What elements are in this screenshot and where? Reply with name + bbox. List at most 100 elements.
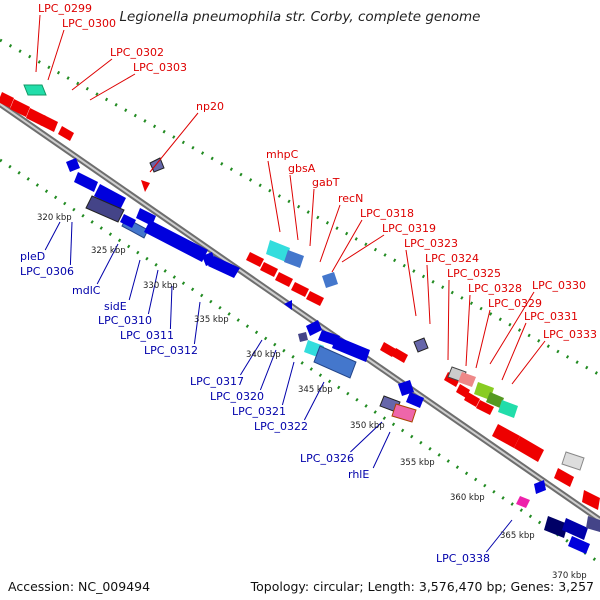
forward-gene[interactable] (260, 262, 278, 277)
forward-gene[interactable] (275, 272, 293, 287)
forward-gene[interactable] (456, 384, 470, 398)
tick-tracks (0, 38, 600, 565)
gene-label-rhlE: rhlE (348, 468, 369, 481)
reverse-labels: pleDLPC_0306mdlCsidELPC_0310LPC_0311LPC_… (20, 250, 490, 565)
gene-label-LPC_0331: LPC_0331 (524, 310, 578, 323)
forward-gene[interactable] (582, 490, 600, 510)
gene-sidE[interactable] (144, 220, 208, 262)
gene-label-LPC_0330: LPC_0330 (532, 279, 586, 292)
leader-line (405, 249, 417, 317)
forward-gene[interactable] (40, 115, 58, 132)
gene-label-LPC_0303: LPC_0303 (133, 61, 187, 74)
gene-np20[interactable] (141, 180, 150, 192)
outer-tick-track (0, 38, 600, 377)
gene-label-LPC_0325: LPC_0325 (447, 267, 501, 280)
forward-gene[interactable] (464, 392, 480, 407)
leader-line (350, 421, 383, 453)
forward-gene[interactable] (26, 108, 46, 126)
reverse-gene[interactable] (406, 392, 424, 408)
gene-label-LPC_0328: LPC_0328 (468, 282, 522, 295)
gene-label-LPC_0310: LPC_0310 (98, 314, 152, 327)
scale-label: 350 kbp (350, 421, 385, 431)
accession-text: Accession: NC_009494 (8, 579, 151, 594)
gene-mhpC[interactable] (266, 240, 290, 262)
scale-label: 355 kbp (400, 458, 435, 468)
gene-label-LPC_0322: LPC_0322 (254, 420, 308, 433)
gene-recN[interactable] (322, 272, 338, 288)
forward-gene[interactable] (291, 282, 309, 297)
leader-line (489, 291, 535, 365)
leader-line (465, 294, 471, 367)
leader-line (303, 381, 325, 421)
gene-gbsA[interactable] (284, 250, 304, 268)
scale-label: 370 kbp (552, 571, 587, 581)
forward-gene[interactable] (0, 92, 14, 108)
forward-gene[interactable] (476, 400, 494, 415)
forward-label-leaders (35, 14, 546, 385)
gene-label-np20: np20 (196, 100, 224, 113)
reverse-gene[interactable] (208, 256, 240, 278)
gene-LPC_0299[interactable] (23, 84, 47, 96)
leader-line (501, 322, 527, 381)
gene-LPC_0330[interactable] (486, 392, 504, 408)
gene-LPC_0306[interactable] (85, 195, 125, 223)
leader-line (309, 188, 315, 247)
gene-label-LPC_0338: LPC_0338 (436, 552, 490, 565)
scale-label: 340 kbp (246, 350, 281, 360)
forward-gene[interactable] (392, 348, 408, 363)
gene-label-LPC_0329: LPC_0329 (488, 297, 542, 310)
gene-LPC_0321[interactable] (313, 345, 357, 379)
gene-rhlE[interactable] (391, 403, 417, 423)
reverse-gene[interactable] (94, 184, 126, 210)
leader-line (169, 285, 173, 330)
forward-gene[interactable] (58, 126, 74, 141)
forward-genes (0, 84, 600, 510)
scale-label: 345 kbp (298, 385, 333, 395)
gene-label-LPC_0326: LPC_0326 (300, 452, 354, 465)
genome-backbone (0, 101, 600, 523)
leader-line (426, 264, 431, 325)
reverse-gene[interactable] (562, 518, 588, 540)
reverse-gene[interactable] (544, 516, 568, 538)
reverse-gene[interactable] (66, 158, 80, 172)
forward-gene[interactable] (492, 424, 520, 448)
map-title: Legionella pneumophila str. Corby, compl… (119, 9, 481, 25)
reverse-gene[interactable] (120, 214, 136, 228)
gene-label-LPC_0306: LPC_0306 (20, 265, 74, 278)
leader-line (35, 14, 41, 73)
reverse-gene[interactable] (586, 516, 600, 532)
gene-LPC_0338[interactable] (516, 496, 530, 508)
gene-LPC_0324[interactable] (413, 337, 429, 353)
leader-line (475, 309, 491, 369)
gene-label-LPC_0318: LPC_0318 (360, 207, 414, 220)
forward-gene[interactable] (10, 99, 30, 117)
scale-label: 320 kbp (37, 213, 72, 223)
gene-label-sidE: sidE (104, 300, 127, 313)
gene-label-mdlC: mdlC (72, 284, 101, 297)
reverse-gene[interactable] (332, 336, 370, 362)
reverse-gene[interactable] (534, 480, 546, 494)
gene-LPC_0328[interactable] (458, 372, 476, 387)
gene-LPC_0317[interactable] (298, 332, 308, 342)
gene-label-LPC_0324: LPC_0324 (425, 252, 479, 265)
forward-gene[interactable] (306, 291, 324, 306)
gene-LPC_0331[interactable] (498, 400, 518, 418)
leader-line (447, 279, 450, 361)
gene-LPC_0312[interactable] (284, 300, 292, 310)
reverse-gene[interactable] (306, 320, 322, 336)
forward-gene[interactable] (246, 252, 264, 267)
forward-gene[interactable] (554, 468, 574, 487)
scale-label: 365 kbp (500, 531, 535, 541)
reverse-gene[interactable] (568, 536, 590, 554)
gene-label-LPC_0333: LPC_0333 (543, 328, 597, 341)
forward-gene[interactable] (380, 342, 396, 357)
leader-line (89, 73, 136, 101)
reverse-gene[interactable] (74, 172, 98, 192)
gene-LPC_0333[interactable] (561, 451, 585, 471)
leader-line (47, 29, 65, 81)
leader-line (259, 349, 277, 391)
forward-gene[interactable] (514, 436, 544, 462)
gene-label-LPC_0320: LPC_0320 (210, 390, 264, 403)
